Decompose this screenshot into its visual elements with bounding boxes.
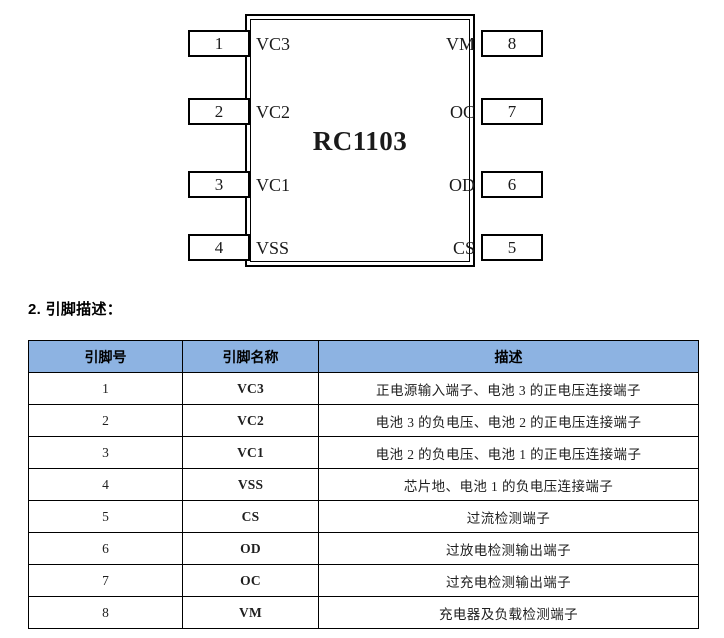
pin-name-label-vc2: VC2 (256, 102, 291, 122)
pin-name-label-vss: VSS (256, 238, 290, 258)
cell-pin-number: 1 (28, 372, 183, 405)
pin-number-box-6: 6 (481, 171, 543, 198)
cell-pin-number: 3 (28, 436, 183, 469)
cell-description: 过流检测端子 (318, 500, 699, 533)
pin-number-box-3: 3 (188, 171, 250, 198)
section-heading-pin-description: 2. 引脚描述： (28, 301, 123, 318)
cell-pin-name: OD (182, 532, 319, 565)
pin-name-label-od: OD (449, 175, 475, 195)
pin-number-box-7: 7 (481, 98, 543, 125)
cell-pin-number: 5 (28, 500, 183, 533)
pin-number-box-8: 8 (481, 30, 543, 57)
column-header-pin-name: 引脚名称 (182, 340, 319, 373)
pin-name-label-cs: CS (452, 238, 475, 258)
cell-description: 充电器及负载检测端子 (318, 596, 699, 629)
cell-pin-name: VM (182, 596, 319, 629)
pin-name-label-vm: VM (445, 34, 475, 54)
pin-number-box-1: 1 (188, 30, 250, 57)
pin-number-box-4: 4 (188, 234, 250, 261)
cell-pin-name: VC1 (182, 436, 319, 469)
cell-pin-number: 2 (28, 404, 183, 437)
pin-name-label-vc3: VC3 (256, 34, 291, 54)
cell-pin-name: OC (182, 564, 319, 597)
cell-description: 过充电检测输出端子 (318, 564, 699, 597)
cell-pin-number: 8 (28, 596, 183, 629)
cell-description: 电池 2 的负电压、电池 1 的正电压连接端子 (318, 436, 699, 469)
cell-pin-name: VSS (182, 468, 319, 501)
column-header-description: 描述 (318, 340, 699, 373)
cell-description: 芯片地、电池 1 的负电压连接端子 (318, 468, 699, 501)
cell-pin-name: VC2 (182, 404, 319, 437)
pin-number-box-2: 2 (188, 98, 250, 125)
cell-description: 电池 3 的负电压、电池 2 的正电压连接端子 (318, 404, 699, 437)
cell-pin-number: 4 (28, 468, 183, 501)
cell-description: 过放电检测输出端子 (318, 532, 699, 565)
table-header-row: 引脚号 引脚名称 描述 (28, 340, 699, 373)
chip-body-outline (245, 14, 475, 267)
pin-name-label-oc: OC (449, 102, 475, 122)
column-header-pin-number: 引脚号 (28, 340, 183, 373)
pin-configuration-diagram: RC1103 1 2 3 4 8 7 6 5 VC3 VC2 VC1 VSS V… (0, 0, 724, 290)
cell-description: 正电源输入端子、电池 3 的正电压连接端子 (318, 372, 699, 405)
cell-pin-name: CS (182, 500, 319, 533)
cell-pin-number: 7 (28, 564, 183, 597)
pin-number-box-5: 5 (481, 234, 543, 261)
cell-pin-number: 6 (28, 532, 183, 565)
cell-pin-name: VC3 (182, 372, 319, 405)
pin-name-label-vc1: VC1 (256, 175, 291, 195)
chip-part-number-label: RC1103 (312, 126, 408, 156)
